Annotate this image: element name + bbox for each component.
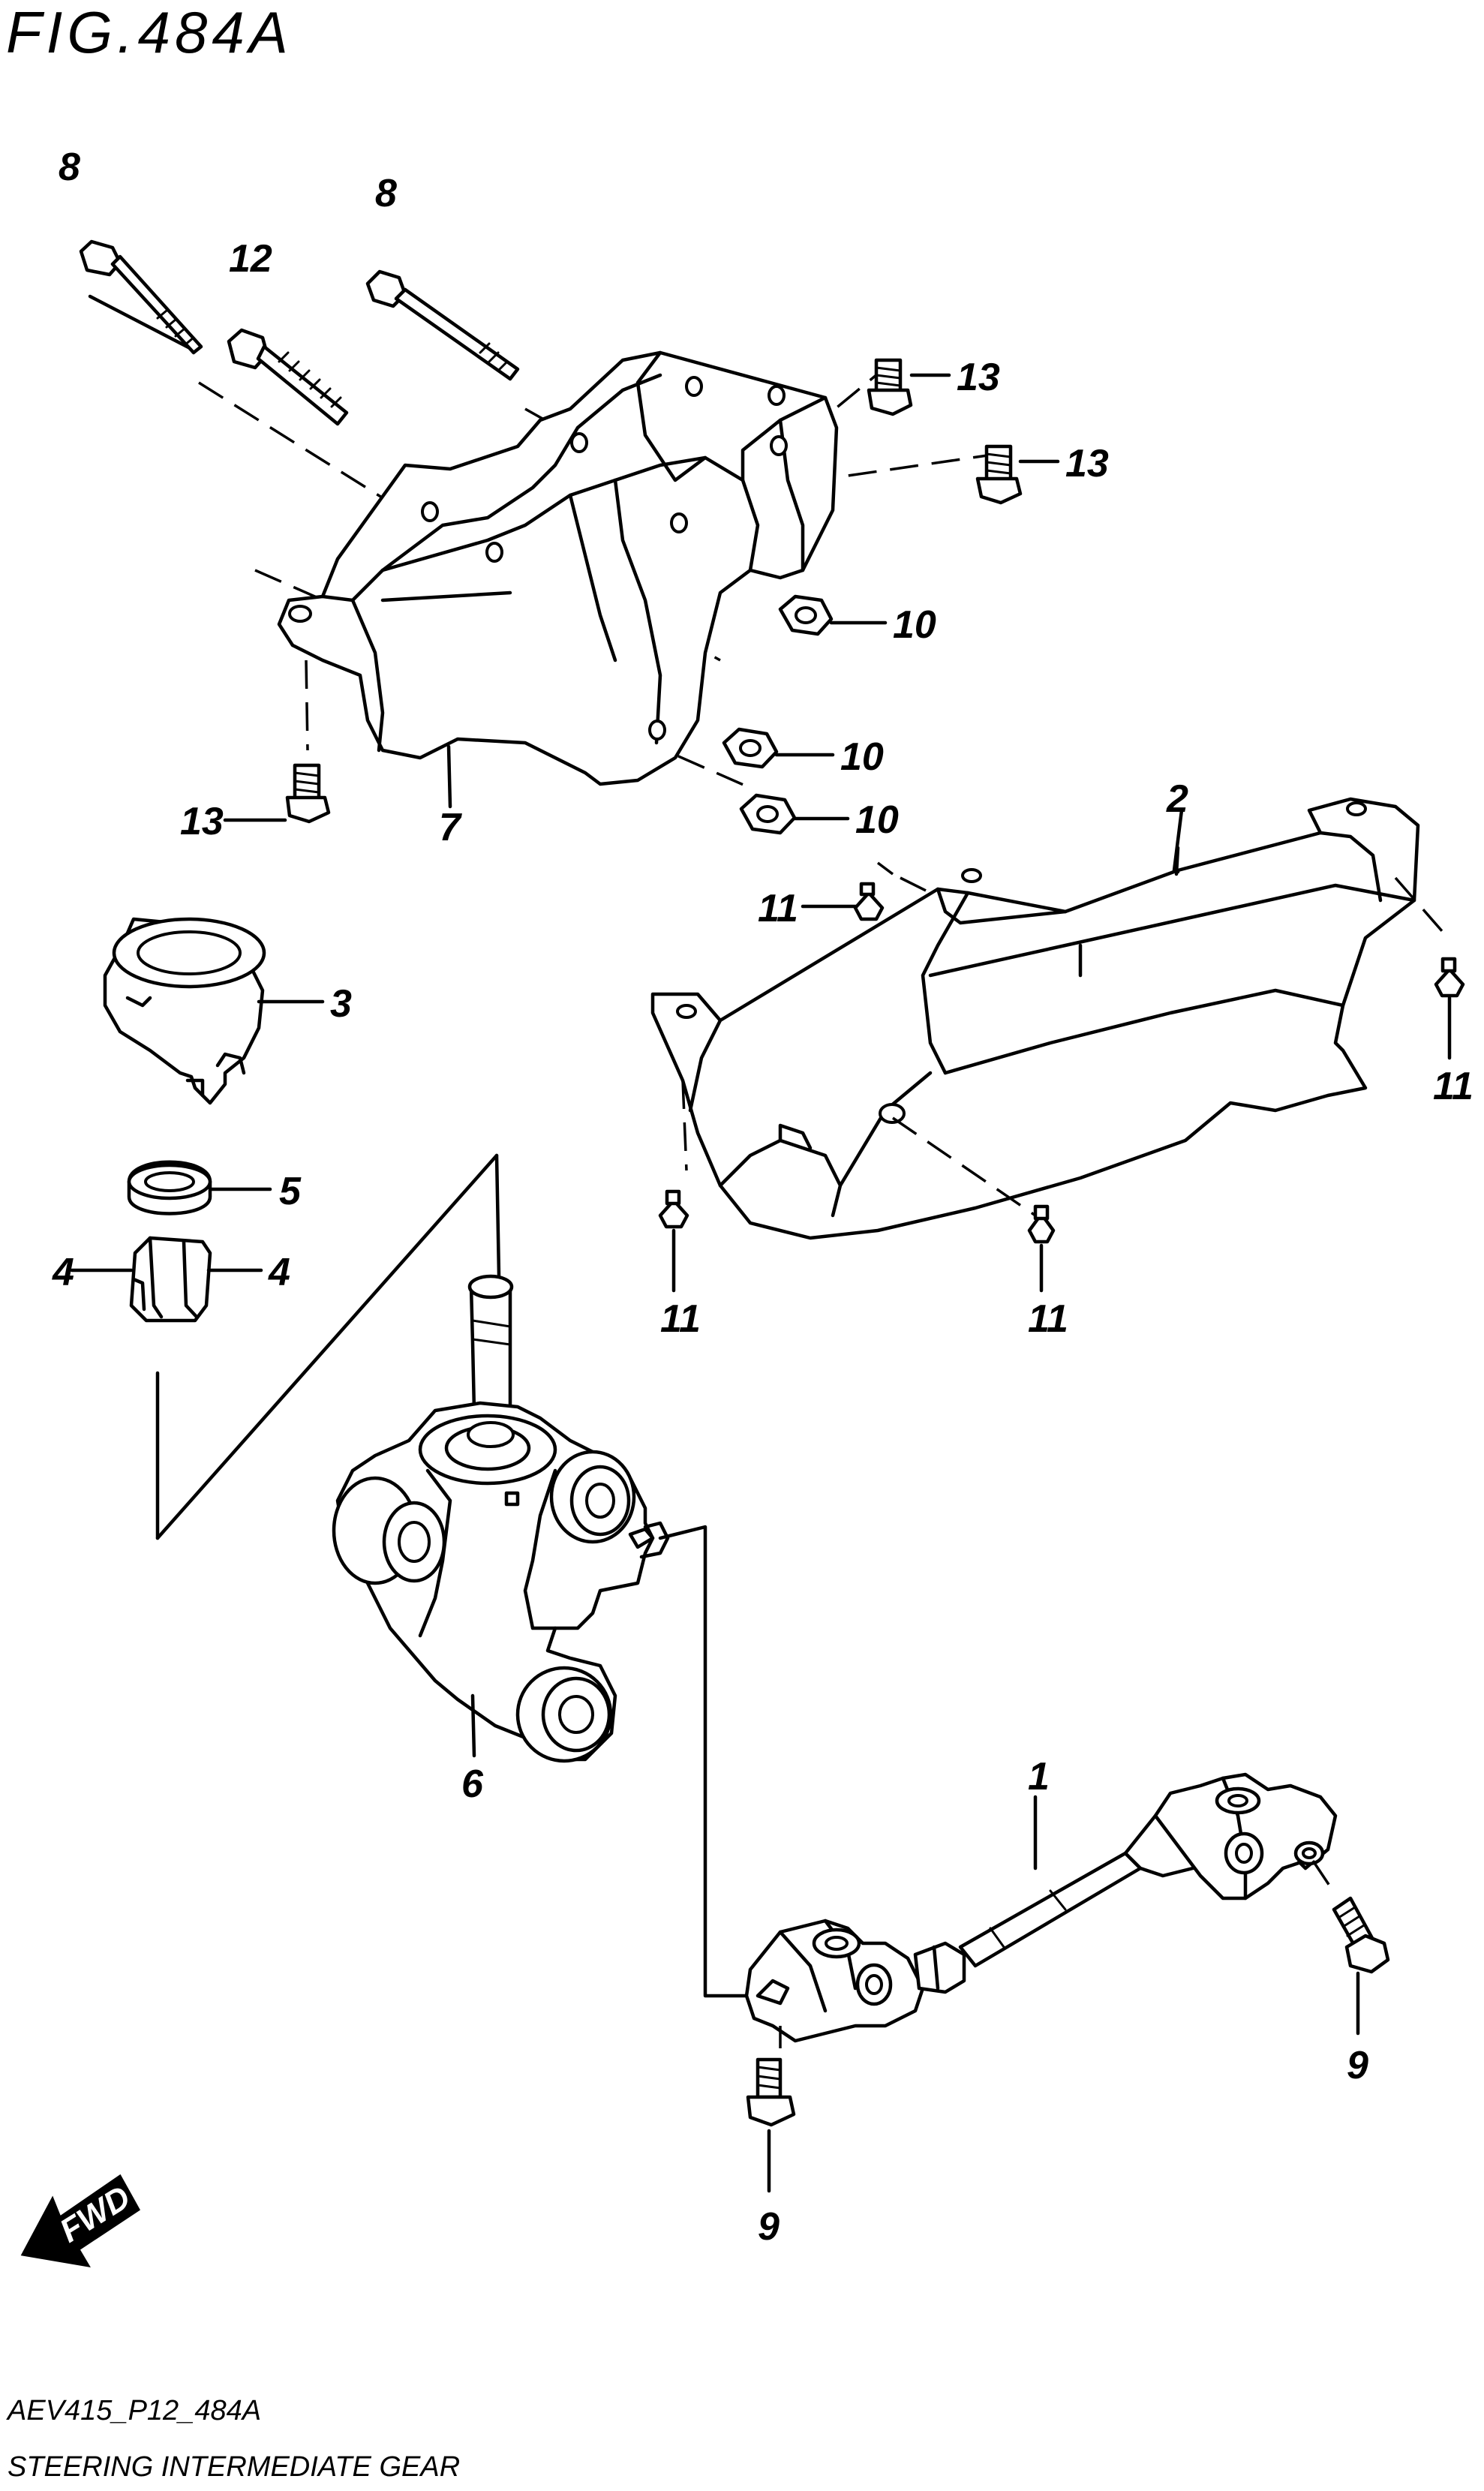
callout-7: 7 — [439, 806, 462, 849]
callout-11-lower-right: 11 — [1028, 1297, 1068, 1341]
steering-gear-box-6 — [332, 1274, 670, 1763]
bolt-9-right — [1332, 1896, 1390, 2036]
callout-9-left: 9 — [758, 2205, 780, 2249]
clip-11-lower-right — [1027, 1204, 1056, 1293]
figure-title: FIG.484A — [6, 0, 293, 65]
bolt-13-bottom — [223, 763, 331, 824]
callout-4-left: 4 — [52, 1251, 74, 1294]
fwd-direction-arrow: FWD — [20, 2174, 140, 2268]
callout-13-right: 13 — [1065, 442, 1109, 485]
nut-10-middle — [722, 727, 835, 769]
clip-11-lower-left — [658, 1189, 689, 1293]
steering-gear-bracket-7 — [277, 350, 839, 786]
clip-11-upper-left — [801, 882, 885, 921]
figure-code: AEV415_P12_484A — [6, 2395, 261, 2426]
callout-2: 2 — [1166, 777, 1188, 821]
bolt-13-right — [975, 444, 1060, 505]
bolt-9-left — [746, 2057, 796, 2193]
nut-10-upper — [778, 594, 888, 636]
bolt-12 — [227, 328, 349, 426]
callout-4-right: 4 — [268, 1251, 290, 1294]
callout-5: 5 — [279, 1170, 302, 1213]
seal-5 — [127, 1160, 272, 1215]
clip-11-right — [1434, 957, 1465, 1060]
callout-12: 12 — [229, 237, 272, 281]
callout-6: 6 — [461, 1762, 484, 1806]
callout-10-lower: 10 — [855, 798, 899, 842]
boot-3 — [103, 917, 325, 1105]
steering-shaft-cover-2 — [650, 797, 1420, 1240]
figure-name: STEERING INTERMEDIATE GEAR — [8, 2451, 460, 2483]
callout-13-bottom: 13 — [180, 800, 224, 843]
callout-13-top: 13 — [957, 356, 1000, 399]
bolt-13-top — [867, 358, 951, 416]
callout-10-middle: 10 — [840, 735, 884, 779]
callout-9-right: 9 — [1347, 2044, 1368, 2087]
callout-11-right: 11 — [1433, 1065, 1473, 1108]
intermediate-shaft-1 — [744, 1772, 1338, 2043]
callout-1: 1 — [1028, 1755, 1050, 1798]
callout-11-upper-left: 11 — [758, 887, 798, 930]
nut-10-lower — [739, 793, 850, 835]
callout-3: 3 — [330, 982, 352, 1026]
callout-8-left: 8 — [59, 146, 80, 189]
callout-8-center: 8 — [375, 172, 397, 215]
callout-11-lower-left: 11 — [660, 1297, 701, 1341]
bushing-4 — [70, 1236, 263, 1323]
bolt-8-left — [79, 239, 203, 355]
callout-10-upper: 10 — [893, 603, 936, 647]
bolt-8-center — [365, 269, 520, 381]
